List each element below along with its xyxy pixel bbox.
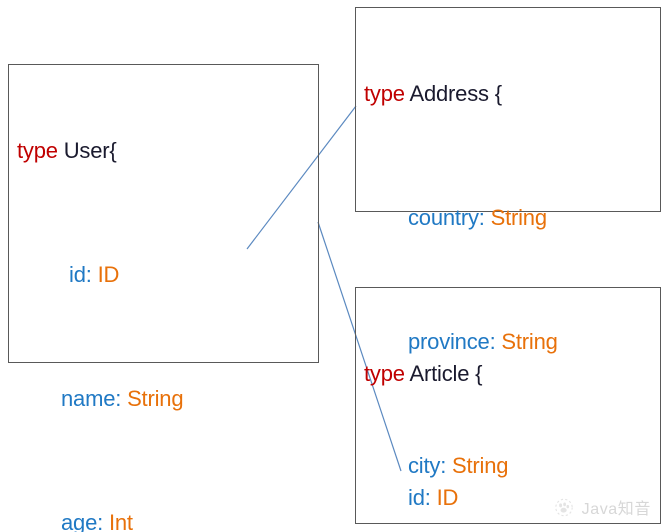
field-type: String: [452, 453, 509, 478]
open-brace: {: [475, 361, 483, 386]
type-definition-address: type Address { country: String province:…: [356, 8, 558, 532]
field-colon: :: [440, 453, 447, 478]
keyword-type: type: [364, 361, 405, 386]
field-row-user-name: name: String: [17, 383, 228, 414]
type-name-user: User: [63, 138, 110, 163]
field-row-address-country: country: String: [364, 202, 558, 233]
field-row-user-id: id: ID: [17, 259, 228, 290]
type-definition-user: type User{ id: ID name: String age: Int …: [9, 65, 228, 532]
watermark: Java知音: [553, 495, 651, 519]
field-colon: :: [424, 485, 431, 510]
field-colon: :: [115, 386, 122, 411]
type-box-address[interactable]: type Address { country: String province:…: [355, 7, 661, 478]
type-name-address: Address: [409, 81, 490, 106]
open-brace: {: [109, 138, 117, 163]
field-type: Int: [108, 510, 133, 532]
field-name: age: [61, 510, 98, 532]
type-box-article[interactable]: type Article { id: ID title: String text…: [355, 287, 661, 524]
field-colon: :: [489, 329, 496, 354]
type-header-article: type Article {: [364, 358, 610, 389]
type-box-user[interactable]: type User{ id: ID name: String age: Int …: [8, 64, 319, 532]
field-type: ID: [436, 485, 459, 510]
field-name: id: [408, 485, 425, 510]
type-name-article: Article: [409, 361, 470, 386]
field-colon: :: [478, 205, 485, 230]
open-brace: {: [494, 81, 502, 106]
field-type: ID: [97, 262, 120, 287]
field-row-article-id: id: ID: [364, 482, 610, 513]
keyword-type: type: [364, 81, 405, 106]
type-header-address: type Address {: [364, 78, 558, 109]
field-row-address-city: city: String: [364, 450, 558, 481]
field-name: city: [408, 453, 441, 478]
field-colon: :: [97, 510, 104, 532]
field-row-user-age: age: Int: [17, 507, 228, 532]
field-type: String: [501, 329, 558, 354]
field-name: country: [408, 205, 479, 230]
field-name: province: [408, 329, 490, 354]
field-colon: :: [85, 262, 92, 287]
field-name: name: [61, 386, 116, 411]
type-header-user: type User{: [17, 135, 228, 166]
field-row-address-province: province: String: [364, 326, 558, 357]
field-type: String: [490, 205, 547, 230]
field-type: String: [127, 386, 184, 411]
watermark-text: Java知音: [581, 501, 651, 518]
keyword-type: type: [17, 138, 58, 163]
paw-circle-icon: [554, 498, 573, 517]
field-name: id: [69, 262, 86, 287]
